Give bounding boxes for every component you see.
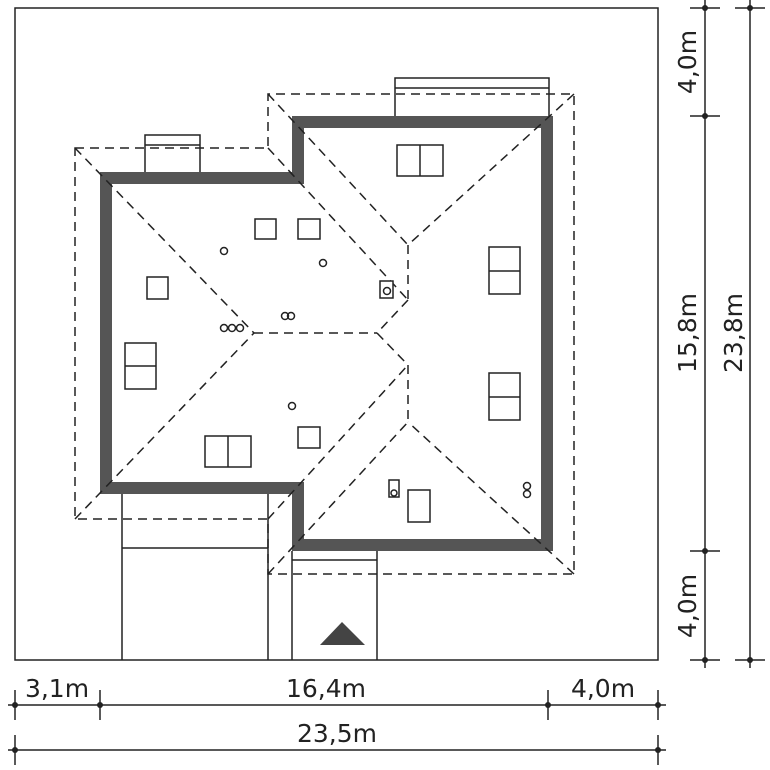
dim-bottom-setback: 4,0m (673, 574, 702, 638)
dim-right-setback: 4,0m (571, 674, 635, 703)
dim-plot-depth: 23,8m (719, 293, 748, 373)
roof-ridges (74, 93, 575, 575)
dimension-bottom (8, 690, 666, 765)
dim-plot-width: 23,5m (297, 719, 377, 748)
roof-vents (219, 246, 532, 499)
roof-windows (124, 144, 521, 523)
entrance-arrow-icon (320, 622, 365, 645)
dimension-ticks (12, 5, 753, 753)
plot-boundary (14, 7, 659, 661)
dim-top-setback: 4,0m (673, 30, 702, 94)
building-walls (100, 116, 553, 551)
roof-additions (121, 77, 550, 660)
dim-building-depth: 15,8m (673, 293, 702, 373)
dim-left-setback: 3,1m (25, 674, 89, 703)
roof-eaves (74, 93, 575, 575)
dim-building-width: 16,4m (286, 674, 366, 703)
